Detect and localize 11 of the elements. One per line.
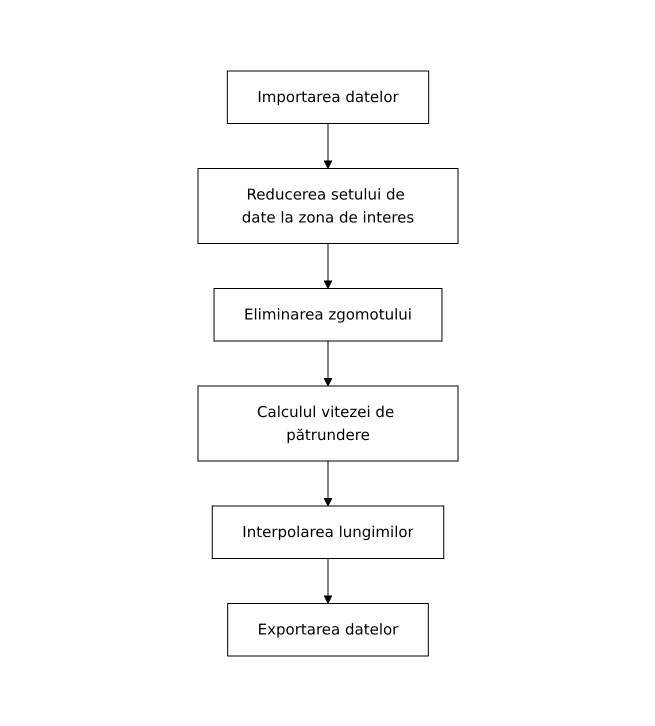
node-box: Importarea datelor xyxy=(226,70,429,124)
node-box: Interpolarea lungimilor xyxy=(211,505,444,558)
node-box: Exportarea datelor xyxy=(226,602,428,656)
node-box: Eliminarea zgomotului xyxy=(213,288,442,341)
arrow xyxy=(323,242,332,288)
arrow xyxy=(323,122,332,168)
node-box: Reducerea setului de date la zona de interes xyxy=(197,168,458,244)
arrow xyxy=(323,460,332,506)
node-box: Calculul vitezei de pătrundere xyxy=(197,385,458,461)
arrow xyxy=(323,340,332,386)
arrow xyxy=(323,558,332,604)
